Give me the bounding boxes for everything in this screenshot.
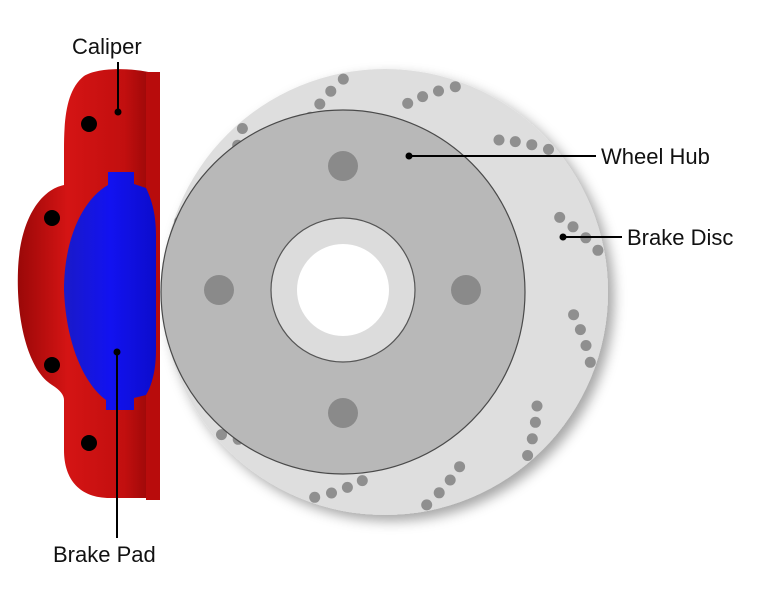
brake-pad-leader-dot — [113, 348, 121, 356]
drill-hole — [356, 475, 368, 487]
drill-hole — [421, 499, 433, 511]
drill-hole — [325, 85, 337, 97]
drill-hole — [454, 461, 466, 473]
drill-hole — [402, 97, 414, 109]
drill-hole — [444, 474, 456, 486]
caliper-leader-dot — [114, 108, 122, 116]
drill-hole — [580, 340, 592, 351]
brake-disc-label: Brake Disc — [627, 225, 734, 250]
caliper-bolt — [81, 116, 97, 132]
wheel-hub-label: Wheel Hub — [601, 144, 710, 169]
brake-pad-label: Brake Pad — [53, 542, 156, 567]
drill-hole — [433, 85, 444, 97]
drill-hole — [574, 324, 586, 336]
drill-hole — [568, 309, 580, 321]
drill-hole — [337, 73, 349, 85]
drill-hole — [314, 98, 326, 110]
drill-hole — [326, 487, 337, 499]
caliper-bolt — [81, 435, 97, 451]
drill-hole — [526, 139, 538, 151]
drill-hole — [509, 136, 521, 148]
drill-hole — [526, 433, 538, 445]
lug-hole — [204, 275, 234, 305]
wheel-hub-leader-dot — [405, 152, 413, 160]
drill-hole — [543, 143, 554, 155]
drill-hole — [417, 91, 429, 103]
brake-disc-leader-dot — [559, 233, 567, 241]
drill-hole — [592, 244, 604, 256]
drill-hole — [493, 134, 505, 146]
brake-pad — [64, 172, 156, 410]
drill-hole — [309, 491, 321, 503]
drill-hole — [554, 211, 566, 223]
lug-hole — [328, 151, 358, 181]
drill-hole — [236, 123, 248, 134]
drill-hole — [216, 429, 227, 441]
drill-hole — [341, 481, 353, 493]
drill-hole — [584, 356, 596, 368]
drill-hole — [522, 450, 534, 461]
lug-hole — [328, 398, 358, 428]
caliper-bolt — [44, 357, 60, 373]
drill-hole — [433, 487, 445, 499]
drill-hole — [529, 416, 541, 428]
drill-hole — [567, 221, 579, 233]
hub-center-bore — [297, 244, 389, 336]
caliper-label: Caliper — [72, 34, 142, 59]
lug-hole — [451, 275, 481, 305]
drill-hole — [449, 81, 461, 93]
drill-hole — [531, 400, 543, 412]
caliper-bolt — [44, 210, 60, 226]
